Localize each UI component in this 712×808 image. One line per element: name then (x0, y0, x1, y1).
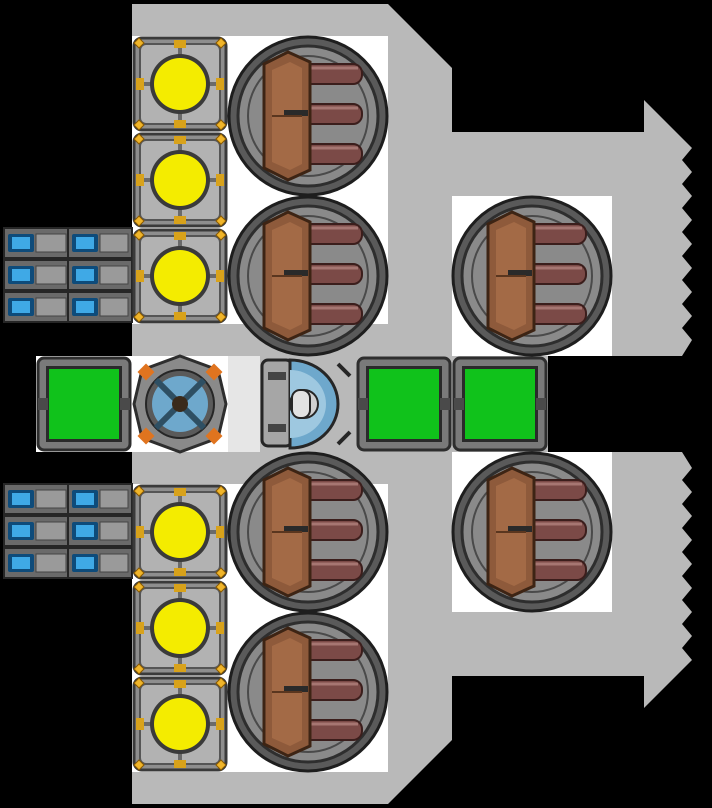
battery-bank (3, 259, 133, 291)
core-hub (132, 354, 228, 454)
cargo-bay (356, 356, 452, 452)
cockpit-module (260, 358, 352, 450)
cargo-bay (452, 356, 548, 452)
battery-bank (3, 227, 133, 259)
reactor-module (132, 132, 228, 228)
battery-bank (3, 291, 133, 323)
turret-module (227, 35, 389, 197)
turret-module (451, 451, 613, 613)
reactor-module (132, 484, 228, 580)
turret-module (227, 451, 389, 613)
reactor-module (132, 228, 228, 324)
turret-module (451, 195, 613, 357)
reactor-module (132, 36, 228, 132)
battery-bank (3, 483, 133, 515)
turret-module (227, 611, 389, 773)
reactor-module (132, 580, 228, 676)
reactor-module (132, 676, 228, 772)
turret-module (227, 195, 389, 357)
floor-panel (228, 356, 260, 452)
cargo-bay (36, 356, 132, 452)
battery-bank (3, 515, 133, 547)
battery-bank (3, 547, 133, 579)
